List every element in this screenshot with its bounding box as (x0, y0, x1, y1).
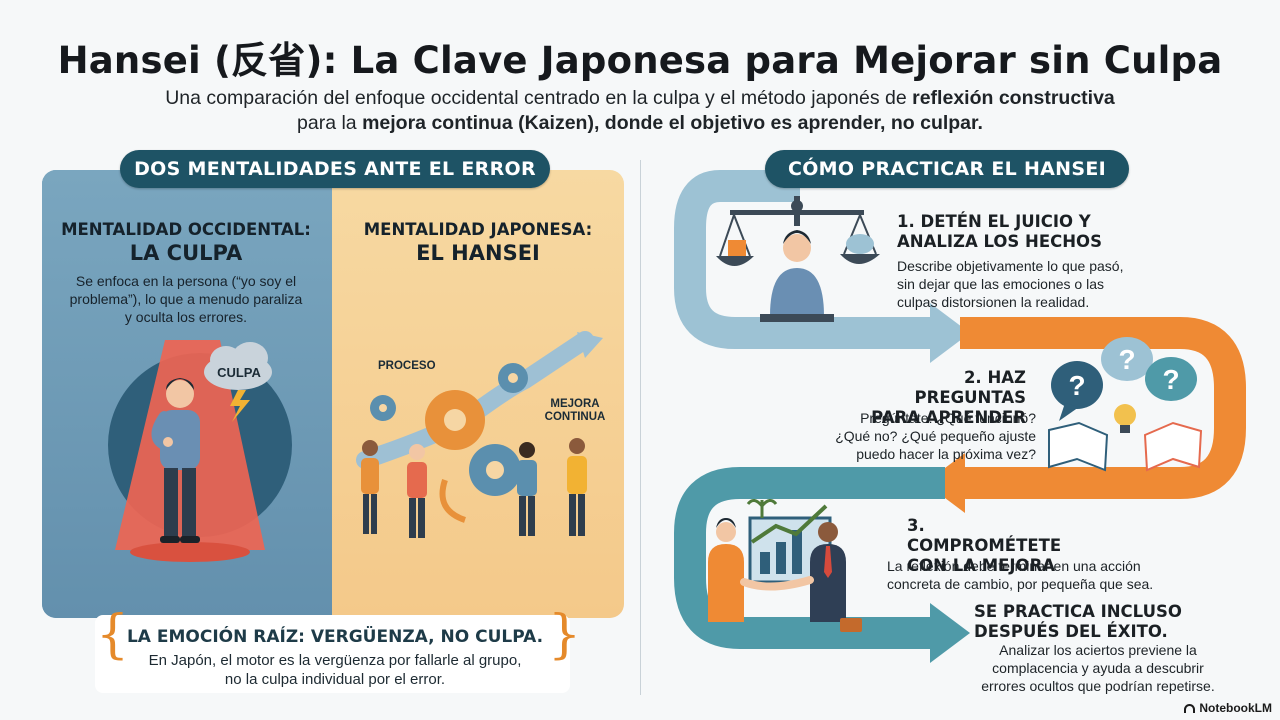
page-title: Hansei (反省): La Clave Japonesa para Mejo… (57, 39, 1223, 82)
notebooklm-brand: NotebookLM (1184, 701, 1272, 715)
step2-title-line: PARA APRENDER (871, 408, 1026, 427)
section-pill-practice: CÓMO PRACTICAR EL HANSEI (765, 150, 1129, 188)
step4-title: SE PRACTICA INCLUSO DESPUÉS DEL ÉXITO. (974, 602, 1182, 642)
brand-label: NotebookLM (1199, 701, 1272, 715)
subtitle-part: Una comparación del enfoque occidental c… (165, 87, 913, 109)
svg-text:?: ? (1118, 344, 1135, 375)
section-divider (640, 160, 641, 695)
step4-text-line: errores ocultos que podrían repetirse. (981, 678, 1215, 694)
japanese-panel (332, 170, 624, 618)
continuous-improvement-label: MEJORA CONTINUA (540, 398, 610, 424)
step4-text: Analizar los aciertos previene la compla… (958, 641, 1238, 695)
step2-title-line: 2. HAZ PREGUNTAS (914, 368, 1026, 407)
japanese-heading-line1: MENTALIDAD JAPONESA: (363, 220, 593, 239)
step2-text-line: ¿Qué no? ¿Qué pequeño ajuste (835, 428, 1036, 444)
western-text: Se enfoca en la persona (“yo soy el prob… (50, 272, 322, 326)
svg-text:?: ? (1068, 370, 1085, 401)
scale-thinker-icon (716, 196, 880, 322)
label-line: MEJORA (550, 398, 600, 410)
step1-text-line: sin dejar que las emociones o las (897, 276, 1105, 292)
step1-title-line: 1. DETÉN EL JUICIO Y (897, 212, 1091, 231)
western-text-line: problema”), lo que a menudo paraliza (69, 291, 303, 307)
step3-title-line: CON LA MEJORA (907, 556, 1056, 575)
western-heading-line1: MENTALIDAD OCCIDENTAL: (61, 220, 311, 239)
western-heading-line2: LA CULPA (129, 241, 243, 265)
step4-text-line: complacencia y ayuda a descubrir (992, 660, 1204, 676)
step4-title-line: DESPUÉS DEL ÉXITO. (974, 622, 1168, 641)
blame-illustration (108, 340, 292, 562)
step4-text-line: Analizar los aciertos previene la (999, 642, 1197, 658)
root-emotion-title: LA EMOCIÓN RAÍZ: VERGÜENZA, NO CULPA. (126, 627, 544, 647)
root-emotion-text: En Japón, el motor es la vergüenza por f… (120, 651, 550, 689)
steps-path (674, 170, 1246, 663)
step2-text-line: Pregúntate: ¿Qué funcionó? (860, 410, 1036, 426)
western-heading: MENTALIDAD OCCIDENTAL: LA CULPA (50, 220, 322, 265)
step1-title: 1. DETÉN EL JUICIO Y ANALIZA LOS HECHOS (897, 212, 1102, 252)
step3-text-line: concreta de cambio, por pequeña que sea. (887, 576, 1154, 592)
step3-text-line: La reflexión debe terminar en una acción (887, 558, 1141, 574)
subtitle-part: para la (297, 112, 363, 134)
step1-text-line: Describe objetivamente lo que pasó, (897, 258, 1124, 274)
culpa-cloud-label: CULPA (217, 365, 261, 380)
root-text-line: no la culpa individual por el error. (224, 671, 446, 688)
japanese-heading-line2: EL HANSEI (416, 241, 540, 265)
root-text-line: En Japón, el motor es la vergüenza por f… (148, 652, 522, 669)
notebooklm-logo-icon (1184, 703, 1196, 713)
step3-title: 3. COMPROMÉTETE CON LA MEJORA (907, 516, 1077, 576)
root-emotion-box (95, 615, 570, 693)
step1-title-line: ANALIZA LOS HECHOS (897, 232, 1102, 251)
step3-text: La reflexión debe terminar en una acción… (887, 557, 1153, 593)
section-pill-mindsets: DOS MENTALIDADES ANTE EL ERROR (120, 150, 550, 188)
subtitle-bold: reflexión constructiva (912, 87, 1115, 109)
step2-text-line: puedo hacer la próxima vez? (856, 446, 1036, 462)
japanese-heading: MENTALIDAD JAPONESA: EL HANSEI (338, 220, 618, 265)
handshake-commitment-icon (708, 499, 862, 632)
step1-text: Describe objetivamente lo que pasó, sin … (897, 257, 1123, 311)
step2-text: Pregúntate: ¿Qué funcionó? ¿Qué no? ¿Qué… (806, 409, 1036, 463)
process-label: PROCESO (378, 360, 436, 372)
left-brace-icon: { (96, 605, 130, 665)
step1-text-line: culpas distorsionen la realidad. (897, 294, 1090, 310)
questions-books-icon: ? ? ? (1048, 337, 1203, 472)
subtitle-bold: mejora continua (Kaizen), donde el objet… (362, 112, 983, 134)
western-text-line: Se enfoca en la persona (“yo soy el (75, 273, 297, 289)
step2-title: 2. HAZ PREGUNTAS PARA APRENDER (850, 368, 1026, 428)
step3-title-line: 3. COMPROMÉTETE (907, 516, 1062, 555)
svg-text:?: ? (1162, 364, 1179, 395)
hansei-illustration (356, 331, 603, 538)
label-line: CONTINUA (544, 411, 606, 423)
step4-title-line: SE PRACTICA INCLUSO (974, 602, 1182, 621)
western-text-line: y oculta los errores. (124, 309, 248, 325)
page-subtitle: Una comparación del enfoque occidental c… (100, 86, 1180, 136)
right-brace-icon: } (548, 605, 582, 665)
